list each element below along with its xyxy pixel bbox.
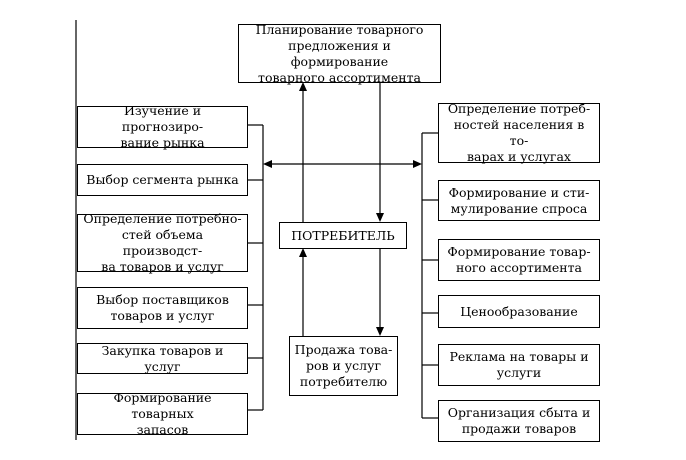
right-box-demand-stimulation: Формирование и сти- мулирование спроса	[438, 180, 600, 221]
left-box-supplier-choice: Выбор поставщиков товаров и услуг	[77, 287, 248, 329]
sales-box: Продажа това- ров и услуг потребителю	[289, 336, 398, 396]
consumer-box: ПОТРЕБИТЕЛЬ	[279, 222, 407, 249]
left-box-production-needs: Определение потребно- стей объема произв…	[77, 211, 248, 274]
left-box-inventory: Формирование товарных запасов	[77, 390, 248, 437]
left-box-market-research: Изучение и прогнозиро- вание рынка	[77, 103, 248, 150]
right-box-assortment: Формирование товар- ного ассортимента	[438, 239, 600, 281]
right-box-pricing: Ценообразование	[438, 295, 600, 328]
right-box-advertising: Реклама на товары и услуги	[438, 344, 600, 386]
right-box-sales-organization: Организация сбыта и продажи товаров	[438, 400, 600, 442]
left-box-purchasing: Закупка товаров и услуг	[77, 343, 248, 374]
left-box-segment-choice: Выбор сегмента рынка	[77, 164, 248, 196]
right-box-demand-needs: Определение потреб- ностей населения в т…	[438, 101, 600, 164]
planning-box: Планирование товарного предложения и фор…	[238, 22, 441, 85]
